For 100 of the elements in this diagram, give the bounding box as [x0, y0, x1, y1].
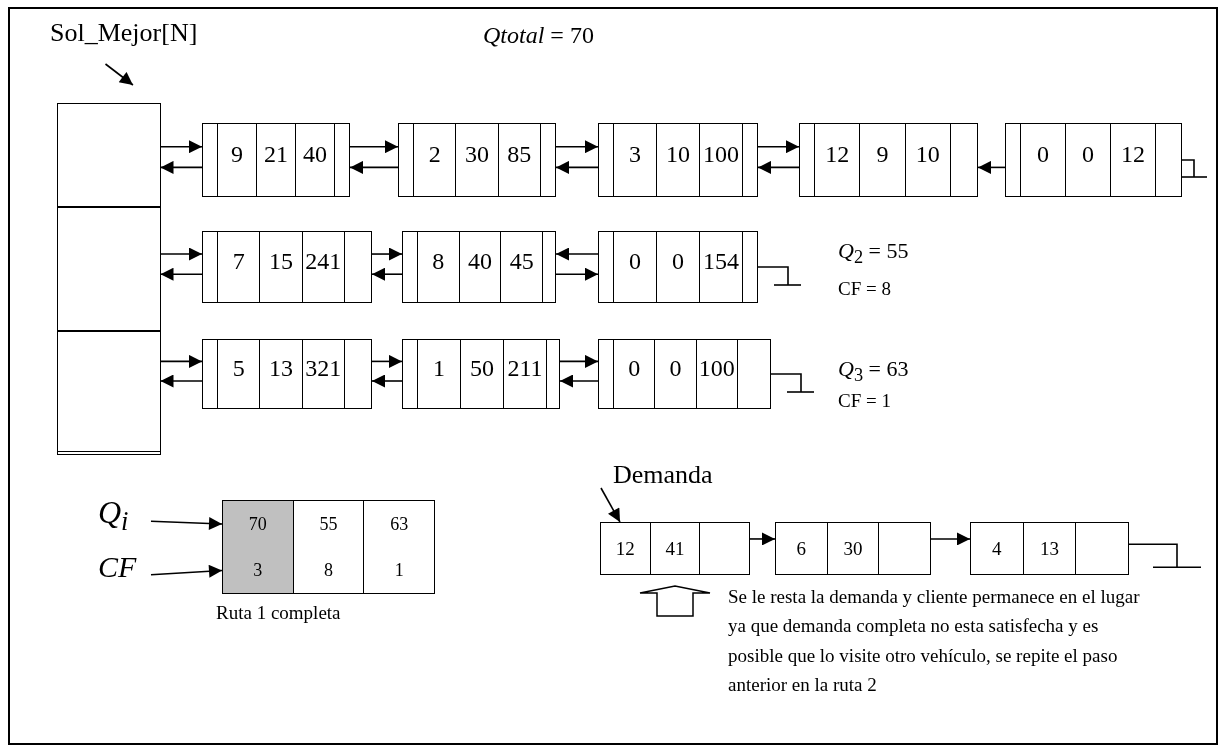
field-value: 6 — [776, 523, 828, 574]
table-cell: 8 — [293, 547, 365, 593]
field-value: 0 — [655, 340, 697, 408]
list-node — [799, 123, 978, 197]
list-node — [970, 522, 1129, 575]
field-value: 30 — [827, 523, 880, 574]
list-node — [202, 123, 350, 197]
field-value: 30 — [456, 124, 499, 196]
list-node — [1005, 123, 1182, 197]
field-value: 12 — [1120, 139, 1146, 169]
table-cell: 70 — [223, 501, 294, 547]
field-value: 15 — [260, 232, 303, 302]
arrow — [159, 354, 203, 368]
arrow — [371, 354, 403, 368]
arrow — [600, 487, 621, 523]
node-label: CF — [98, 550, 150, 590]
arrow — [559, 354, 599, 368]
table-cell-text: 63 — [389, 512, 410, 536]
arrow — [371, 247, 403, 261]
field-value: 321 — [304, 353, 343, 383]
field-value: 8 — [418, 232, 460, 302]
arrow — [930, 532, 971, 546]
field-value: 12 — [815, 124, 861, 196]
array-slot — [56, 330, 161, 452]
field-value: 100 — [702, 139, 740, 169]
list-node — [402, 339, 560, 409]
arrow — [749, 532, 776, 546]
arrow — [555, 267, 599, 281]
list-node — [398, 123, 556, 197]
field-value: 5 — [218, 340, 261, 408]
field-value: 1 — [418, 340, 461, 408]
list-node — [598, 231, 758, 303]
field-value: 9 — [860, 124, 906, 196]
list-node — [775, 522, 931, 575]
arrow — [150, 564, 223, 578]
text-label: Ruta 1 completa — [216, 602, 342, 624]
arrow — [559, 374, 599, 388]
node-label: Demanda — [613, 460, 723, 494]
field-value: 45 — [508, 246, 535, 276]
field-value: 3 — [614, 124, 657, 196]
field-value: 0 — [614, 232, 657, 302]
field-value: 0 — [614, 340, 656, 408]
field-value: 13 — [260, 340, 303, 408]
field-value: 9 — [218, 124, 257, 196]
node-label: Q$_{i}$ — [98, 494, 150, 538]
field-value: 40 — [459, 232, 502, 302]
field-value: 7 — [218, 232, 261, 302]
arrow — [150, 517, 223, 530]
text-label: Q$_{3}$ = 63 — [838, 356, 910, 387]
arrow — [159, 374, 203, 388]
list-node — [598, 123, 758, 197]
arrow — [977, 160, 1006, 174]
arrow — [555, 140, 599, 154]
field-value: 0 — [657, 232, 700, 302]
list-node — [202, 231, 372, 303]
arrow — [159, 160, 203, 174]
arrow — [159, 140, 203, 154]
arrow — [104, 63, 134, 86]
arrow — [757, 160, 800, 174]
table-cell: 3 — [223, 547, 294, 593]
field-value: 4 — [971, 523, 1024, 574]
field-value: 40 — [302, 139, 328, 169]
node-label: Sol_Mejor[N] — [50, 18, 235, 54]
table-cell-text: 1 — [393, 558, 405, 582]
field-value: 13 — [1023, 523, 1077, 574]
list-node — [202, 339, 372, 409]
array-box — [57, 103, 161, 455]
field-value: 10 — [657, 124, 700, 196]
field-value: 100 — [697, 353, 736, 383]
text-label: Qtotal = 70 — [483, 22, 595, 49]
field-value: 154 — [702, 246, 740, 276]
text-label: CF = 1 — [838, 390, 892, 412]
list-node — [600, 522, 750, 575]
note-text: Se le resta la demanda y cliente permanece en el lugar ya que demanda completa no esta satisfecha y es posible que lo visite otro vehículo, se repite el paso anterior en la ruta 2 — [728, 585, 1141, 698]
field-value: 2 — [414, 124, 457, 196]
table-row — [222, 547, 435, 594]
list-node — [402, 231, 556, 303]
arrow — [159, 267, 203, 281]
table-row — [222, 500, 435, 548]
arrow — [757, 140, 800, 154]
field-value: 211 — [506, 353, 544, 383]
arrow — [371, 267, 403, 281]
field-value: 85 — [506, 139, 533, 169]
field-value: 50 — [461, 340, 504, 408]
field-value: 41 — [650, 523, 701, 574]
field-value: 10 — [914, 139, 941, 169]
text-label: Q$_{2}$ = 55 — [838, 238, 910, 269]
field-value: 0 — [1066, 124, 1111, 196]
arrow — [371, 374, 403, 388]
arrow — [159, 247, 203, 261]
field-value: 21 — [257, 124, 296, 196]
array-slot — [56, 206, 161, 331]
arrow — [555, 160, 599, 174]
list-node — [598, 339, 771, 409]
arrow — [349, 160, 399, 174]
arrow — [349, 140, 399, 154]
text-label: CF = 8 — [838, 278, 892, 300]
field-value: 0 — [1021, 124, 1066, 196]
field-value: 12 — [601, 523, 651, 574]
field-value: 241 — [304, 246, 343, 276]
